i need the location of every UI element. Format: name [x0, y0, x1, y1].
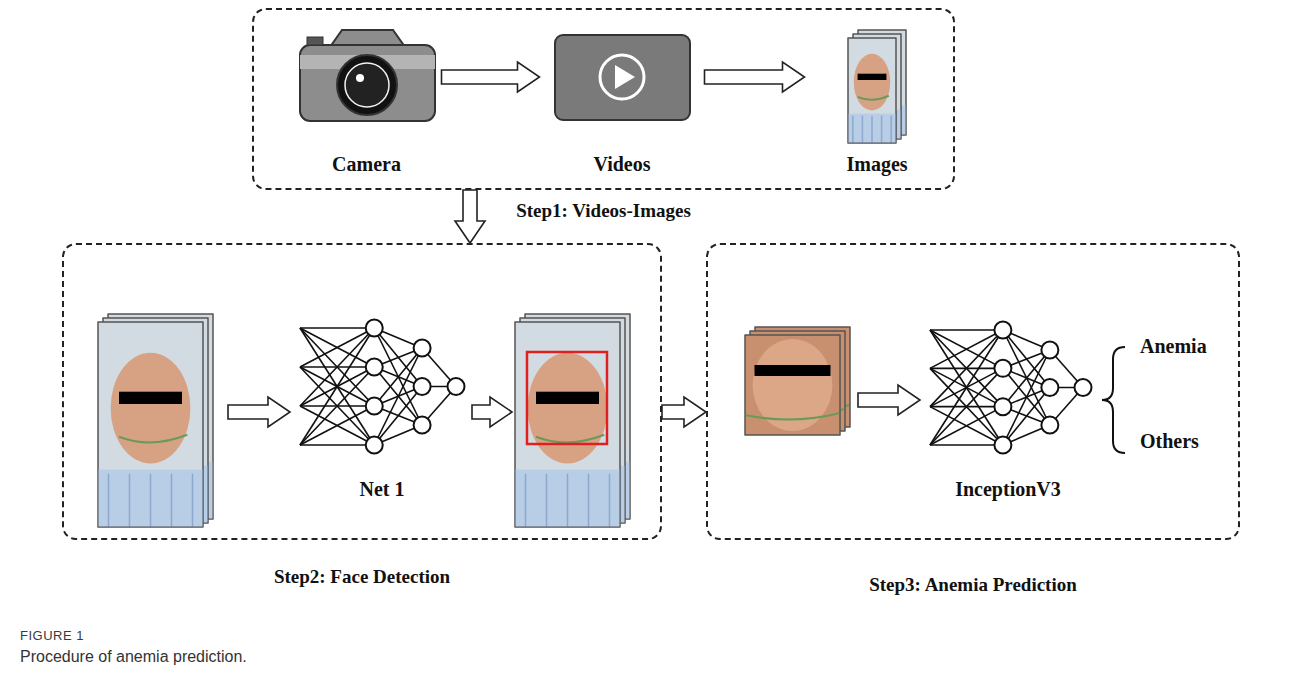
labelled-icon: InceptionV3 — [916, 305, 1101, 505]
output-brace — [1102, 347, 1125, 453]
icon-label: Camera — [292, 153, 442, 176]
icon-label: InceptionV3 — [916, 478, 1101, 501]
step-title: Step1: Videos-Images — [516, 200, 691, 222]
step-panel: Step2: Face DetectionNet 1 — [62, 243, 662, 540]
figure-caption: Procedure of anemia prediction. — [20, 648, 247, 666]
labelled-icon: Camera — [292, 18, 442, 180]
step-panel: Step3: Anemia PredictionInceptionV3 — [706, 243, 1240, 540]
labelled-icon: Videos — [540, 18, 705, 180]
flow-arrow — [455, 190, 485, 243]
icon-label: Videos — [540, 153, 705, 176]
camera-icon — [300, 30, 435, 121]
icon-label: Net 1 — [290, 478, 475, 501]
flow-arrows — [228, 385, 920, 427]
image-stack — [98, 314, 213, 527]
detection-box — [527, 352, 607, 444]
labelled-icon: Net 1 — [290, 305, 475, 505]
video-icon — [555, 35, 690, 120]
neural-net-icon — [930, 322, 1092, 454]
class-label: Others — [1140, 430, 1199, 453]
neural-net-icon — [300, 320, 465, 454]
step-title: Step2: Face Detection — [274, 566, 450, 588]
figure-number: FIGURE 1 — [20, 628, 84, 643]
flow-arrow — [662, 397, 706, 427]
labelled-icon: Images — [805, 18, 950, 180]
icon-label: Images — [805, 153, 950, 176]
image-stack — [848, 30, 906, 143]
step-panel: Step1: Videos-ImagesCameraVideosImages — [252, 8, 955, 190]
step-title: Step3: Anemia Prediction — [869, 574, 1077, 596]
image-stack — [515, 314, 630, 527]
flow-arrow — [705, 62, 805, 92]
class-label: Anemia — [1140, 335, 1207, 358]
flow-arrow — [442, 62, 540, 92]
face-crop-stack — [745, 327, 850, 435]
